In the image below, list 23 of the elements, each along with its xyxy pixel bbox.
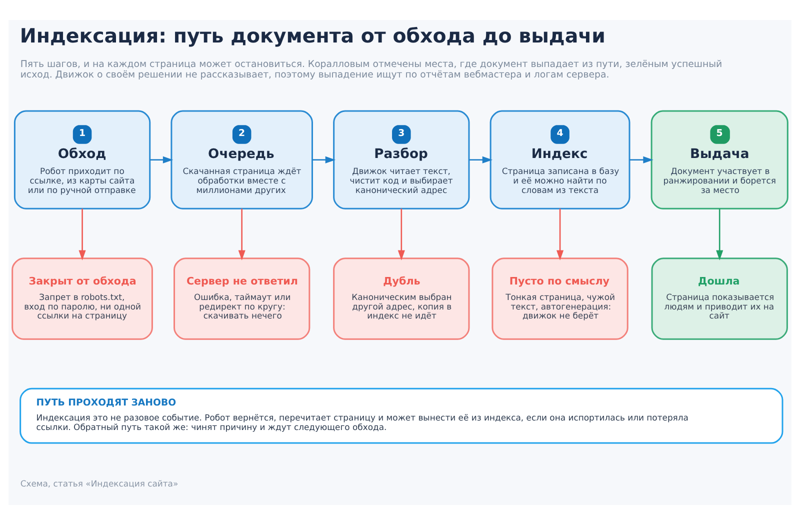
node-box: 3 Разбор Движок читает текст, чистит код и выбирает канонический адрес <box>333 110 470 209</box>
arrow <box>630 156 654 163</box>
label: Пять шагов, и на каждом страница может остановиться. Коралловым отмечены места, где документ выпадает из пути, зелёным успешный исход. Движок о своём решении не рассказывает, поэтому выпадение ищут по отчётам вебмастера и логам сервера. <box>20 58 722 80</box>
arrow <box>238 208 246 260</box>
node-box: 1 Обход Робот приходит по ссылке, из карты сайта или по ручной отправке <box>14 110 151 209</box>
node-box: Дошла Страница показывается людям и приводит их на сайт <box>651 257 788 340</box>
node-box: Сервер не ответил Ошибка, таймаут или редирект по кругу: скачивать нечего <box>174 257 310 340</box>
arrow <box>716 208 724 260</box>
node-box: Дубль Каноническим выбран другой адрес, копия в индекс не идёт <box>333 257 470 340</box>
diagram-title: Индексация: путь документа от обхода до выдачи <box>20 24 606 47</box>
label: Схема, статья «Индексация сайта» <box>20 478 178 488</box>
arrow <box>150 156 174 163</box>
arrow <box>312 156 336 163</box>
node-box: Пусто по смыслу Тонкая страница, чужой текст, автогенерация: движок не берёт <box>492 257 628 340</box>
node-box: 5 Выдача Документ участвует в ранжировании и борется за место <box>650 110 788 209</box>
node-box: 4 Индекс Страница записана в базу и её можно найти по словам из текста <box>490 110 630 209</box>
arrow <box>78 208 86 260</box>
node-box: Закрыт от обхода Запрет в robots.txt, вход по паролю, ни одной ссылки на страницу <box>12 257 153 340</box>
arrow <box>556 208 564 260</box>
arrow <box>469 156 493 163</box>
node-box: ПУТЬ ПРОХОДЯТ ЗАНОВО Индексация это не разовое событие. Робот вернётся, перечитает страницу и может вынести её из индекса, если она испортилась или потеряла ссылки. Обратный путь такой же: чинят причину и ждут следующего обхода. <box>20 387 784 444</box>
node-box: 2 Очередь Скачанная страница ждёт обработки вместе с миллионами других <box>170 110 313 209</box>
arrow <box>398 208 405 260</box>
